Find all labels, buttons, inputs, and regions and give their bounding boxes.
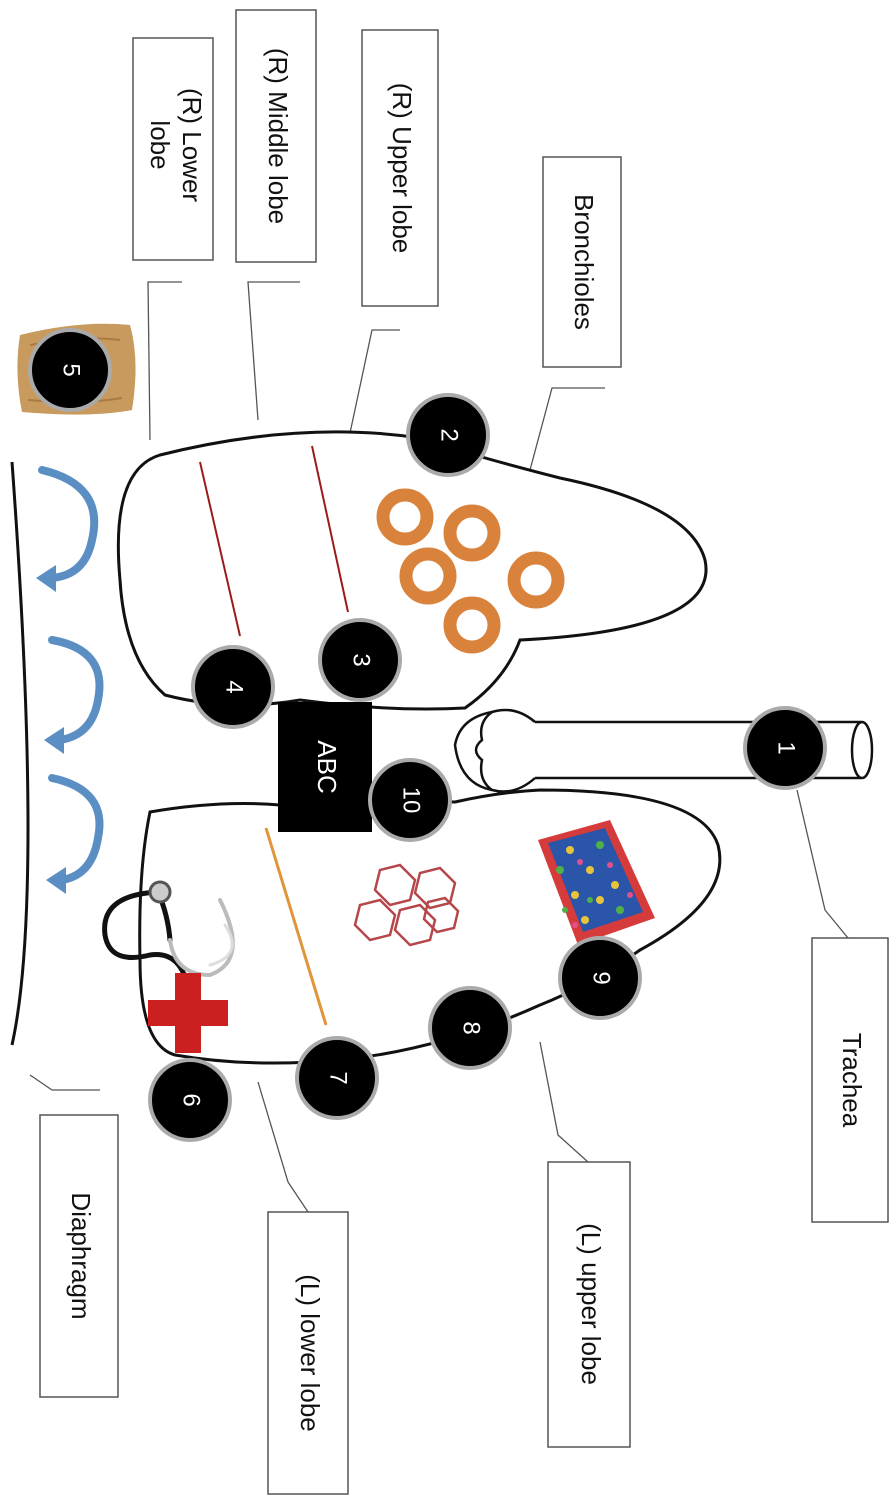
label-diaphragm: Diaphragm: [40, 1115, 118, 1397]
badge-7[interactable]: 7: [297, 1038, 377, 1118]
badge-1-number: 1: [773, 741, 800, 754]
label-trachea: Trachea: [812, 938, 888, 1222]
arrow-icon-3: [46, 778, 100, 894]
badge-10[interactable]: 10: [370, 760, 450, 840]
label-bronchioles: Bronchioles: [543, 157, 621, 367]
diaphragm-curve: [12, 462, 28, 1045]
label-r-middle-lobe-text: (R) Middle lobe: [263, 48, 293, 224]
label-l-upper-lobe-text: (L) upper lobe: [576, 1223, 606, 1385]
label-r-upper-lobe-text: (R) Upper lobe: [387, 83, 417, 254]
abc-text: ABC: [312, 740, 342, 793]
label-r-lower-lobe-text-line1: (R) Lower: [177, 88, 207, 202]
arrow-icon-2: [44, 640, 100, 754]
badge-8-number: 8: [458, 1021, 485, 1034]
badge-9-number: 9: [588, 971, 615, 984]
label-r-lower-lobe-text-line2: lobe: [145, 120, 175, 169]
label-diaphragm-text: Diaphragm: [66, 1192, 96, 1319]
badge-8[interactable]: 8: [430, 988, 510, 1068]
badge-1[interactable]: 1: [745, 708, 825, 788]
badge-4[interactable]: 4: [193, 647, 273, 727]
badge-5[interactable]: 5: [30, 330, 110, 410]
badge-7-number: 7: [325, 1071, 352, 1084]
label-r-lower-lobe: (R) Lower lobe: [133, 38, 213, 260]
breathing-arrows: [36, 470, 100, 894]
label-l-lower-lobe-text: (L) lower lobe: [295, 1274, 325, 1432]
badge-3-number: 3: [348, 653, 375, 666]
badge-4-number: 4: [221, 680, 248, 693]
badge-6[interactable]: 6: [150, 1060, 230, 1140]
label-l-upper-lobe: (L) upper lobe: [548, 1162, 630, 1447]
badge-9[interactable]: 9: [560, 938, 640, 1018]
label-r-upper-lobe: (R) Upper lobe: [362, 30, 438, 306]
badge-6-number: 6: [178, 1093, 205, 1106]
label-bronchioles-text: Bronchioles: [569, 194, 599, 330]
arrow-icon-1: [36, 470, 94, 592]
label-trachea-text: Trachea: [837, 1033, 867, 1128]
label-l-lower-lobe: (L) lower lobe: [268, 1212, 348, 1494]
badge-2-number: 2: [436, 428, 463, 441]
badge-10-number: 10: [398, 787, 425, 814]
badge-3[interactable]: 3: [320, 620, 400, 700]
badge-2[interactable]: 2: [408, 395, 488, 475]
label-r-middle-lobe: (R) Middle lobe: [236, 10, 316, 262]
abc-box: ABC: [278, 702, 372, 832]
badge-5-number: 5: [58, 363, 85, 376]
